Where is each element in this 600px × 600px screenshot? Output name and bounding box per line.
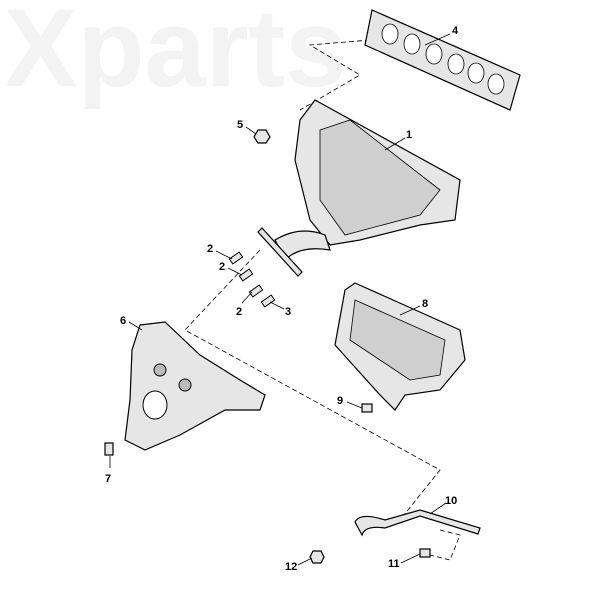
- callout-11: 11: [388, 558, 400, 570]
- bolt-part-7[interactable]: [104, 442, 114, 456]
- flange-gasket[interactable]: [257, 227, 303, 277]
- leader-lines: [109, 33, 451, 566]
- callout-5: 5: [237, 119, 243, 131]
- guide-line-pipe: [429, 529, 461, 561]
- guide-line-heatshield: [184, 249, 441, 521]
- callout-2b: 2: [219, 261, 225, 273]
- watermark: Xparts: [4, 0, 346, 110]
- heat-shield-part-8[interactable]: [334, 282, 466, 411]
- callout-2c: 2: [236, 306, 242, 318]
- callout-9: 9: [337, 395, 343, 407]
- callout-2a: 2: [207, 243, 213, 255]
- heat-shield-part-6[interactable]: [124, 321, 266, 451]
- callout-10: 10: [445, 495, 457, 507]
- exhaust-manifold-part-1[interactable]: [274, 99, 461, 262]
- guide-line-gasket: [299, 39, 371, 111]
- nut-part-12[interactable]: [309, 550, 325, 564]
- callout-7: 7: [105, 473, 111, 485]
- callout-4: 4: [452, 25, 459, 37]
- nut-part-5[interactable]: [253, 129, 271, 144]
- callout-3: 3: [285, 306, 291, 318]
- callout-12: 12: [285, 561, 297, 573]
- callout-1: 1: [406, 129, 412, 141]
- gasket-part-4[interactable]: [364, 9, 521, 111]
- studs-part-2-3[interactable]: [228, 251, 276, 308]
- bolt-part-9[interactable]: [361, 403, 373, 413]
- bracket-part-10[interactable]: [354, 509, 481, 537]
- callout-8: 8: [422, 298, 428, 310]
- callout-6: 6: [120, 315, 126, 327]
- bolt-part-11[interactable]: [419, 548, 431, 558]
